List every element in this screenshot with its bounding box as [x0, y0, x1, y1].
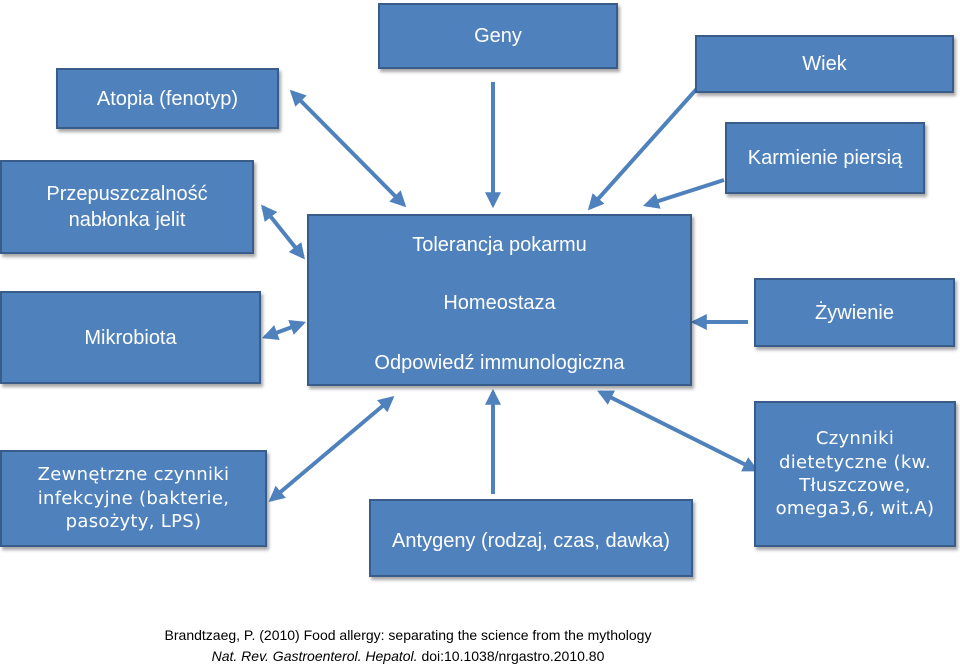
node-wiek: Wiek: [695, 35, 954, 93]
center-homeostaza: Homeostaza: [443, 292, 556, 314]
citation-journal: Nat. Rev. Gastroenterol. Hepatol.: [211, 648, 418, 664]
node-antygeny: Antygeny (rodzaj, czas, dawka): [369, 499, 693, 577]
citation-line-2: Nat. Rev. Gastroenterol. Hepatol. doi:10…: [0, 648, 816, 664]
citation-doi: doi:10.1038/nrgastro.2010.80: [417, 648, 605, 664]
center-odpowiedz: Odpowiedź immunologiczna: [374, 352, 625, 374]
node-atopia: Atopia (fenotyp): [56, 68, 279, 129]
node-geny: Geny: [378, 3, 618, 69]
arrow-wiek: [587, 81, 704, 211]
arrow-karmienie: [642, 178, 725, 209]
node-zywienie: Żywienie: [754, 278, 955, 347]
arrow-mikrobiota: [261, 319, 307, 341]
node-karmienie: Karmienie piersią: [725, 122, 925, 194]
arrow-przepuszczalnosc: [261, 204, 305, 260]
arrow-zewnetrzne: [268, 395, 395, 503]
node-zewnetrzne: Zewnętrzne czynniki infekcyjne (bakterie…: [0, 450, 267, 547]
node-przepuszczalnosc: Przepuszczalność nabłonka jelit: [0, 160, 254, 254]
arrow-czynniki-diet: [597, 390, 759, 472]
node-mikrobiota: Mikrobiota: [0, 291, 261, 384]
center-box: Tolerancja pokarmu Homeostaza Odpowiedź …: [307, 214, 692, 386]
node-czynniki-dietetyczne: Czynniki dietetyczne (kw. Tłuszczowe, om…: [754, 401, 956, 547]
citation-line-1: Brandtzaeg, P. (2010) Food allergy: sepa…: [164, 627, 652, 643]
center-tolerancja: Tolerancja pokarmu: [412, 234, 587, 256]
arrow-atopia: [289, 89, 407, 208]
